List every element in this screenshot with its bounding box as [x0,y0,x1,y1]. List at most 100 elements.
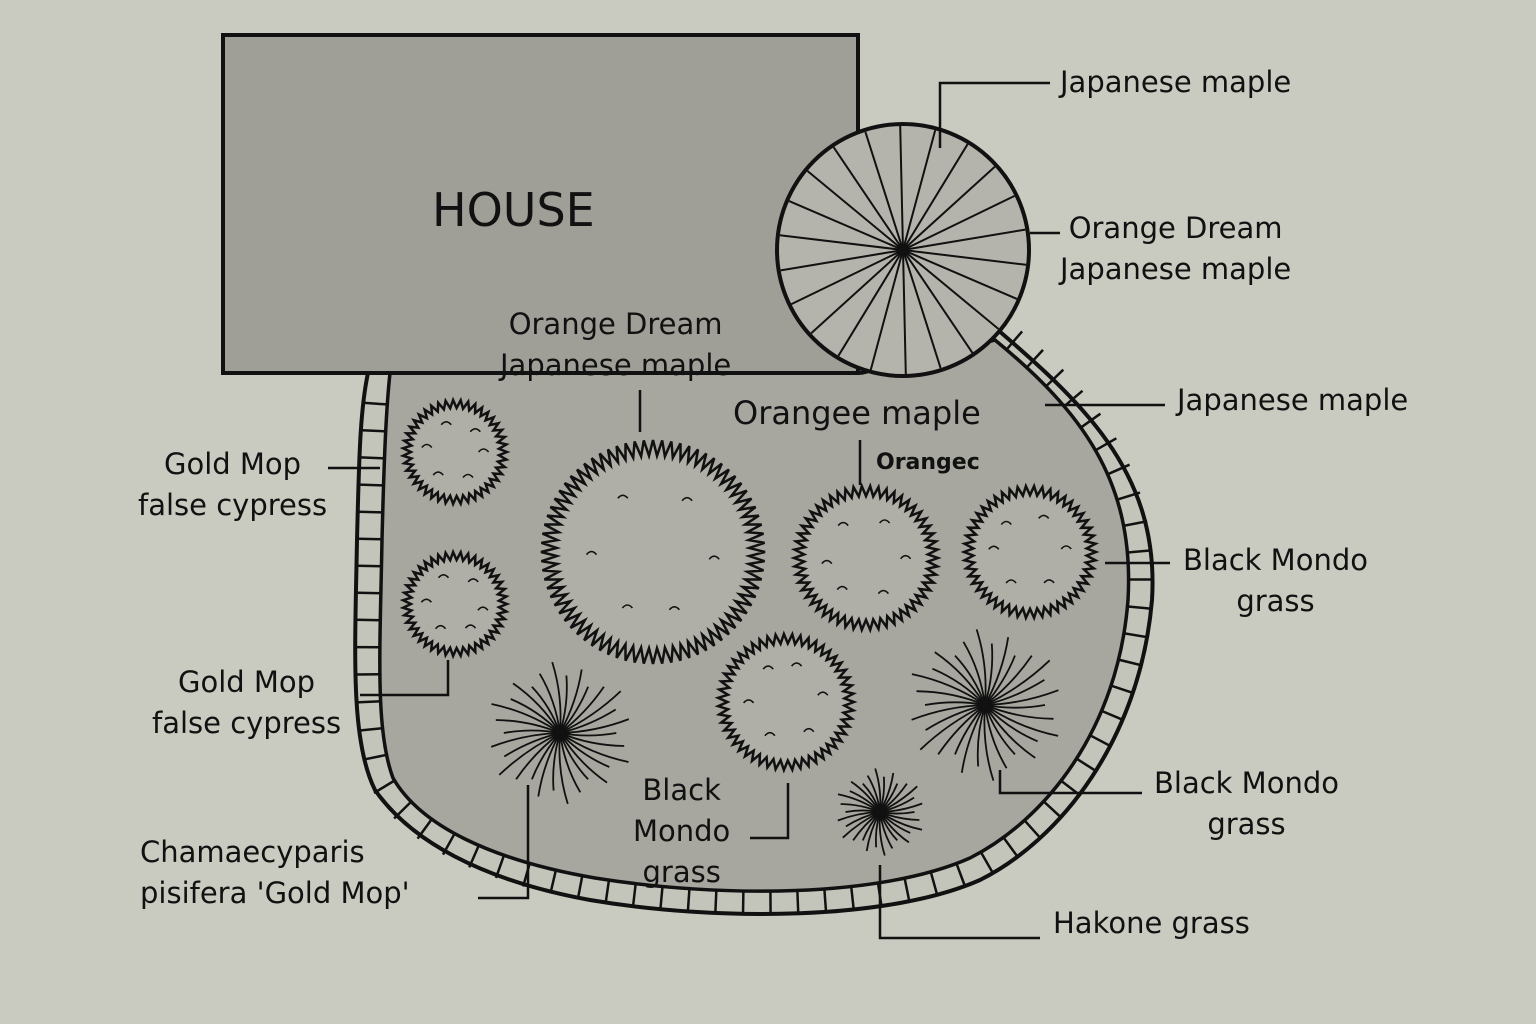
shrub-texture [434,624,447,630]
paver-joint [929,870,939,896]
grass-clump-icon [875,807,885,817]
grass-blade [984,704,1046,709]
label-orange-dream-center: Orange Dream Japanese maple [500,304,731,386]
shrub-texture [817,691,829,696]
grass-blade [984,704,1054,720]
grass-blade [984,643,994,706]
label-chamaecyparis: Chamaecyparis pisifera 'Gold Mop' [140,832,410,914]
maple-spoke [902,249,1018,300]
paver-joint [1106,463,1131,476]
shrub-texture [803,727,815,733]
paver-joint [359,483,385,487]
grass-blade [559,732,608,784]
paver-joint [686,887,691,913]
maple-spoke [837,249,904,357]
grass-blade [551,661,562,734]
shrub-texture [790,662,803,667]
paver-joint [468,843,481,868]
shrub-icon [790,482,942,634]
label-top-japanese-maple: Japanese maple [1060,62,1291,103]
leader-lines [328,81,1170,940]
grass-blade [983,704,995,781]
grass-blade [984,679,1045,706]
paver-joint [1122,520,1148,528]
maple-spoke [902,249,907,375]
grass-blade [984,704,1038,743]
paver-joint [1122,631,1148,639]
paver-joint [356,618,382,622]
grass-blade [975,629,987,706]
paver-joint [393,800,413,820]
shrub-icon [399,396,511,508]
shrub-texture [421,443,433,449]
paver-joint [1126,549,1152,554]
shrub-texture [462,473,474,479]
label-hakone-grass: Hakone grass [1053,903,1250,944]
paver-joint [357,537,384,541]
paver-joint [576,874,584,900]
leader-chamaecyparis [478,785,530,900]
paver-joint [631,882,638,908]
paver-joint [1100,709,1125,722]
grass-blade [491,703,561,734]
grass-blade [962,641,986,706]
grass-blade [925,704,986,731]
maple-spoke [902,249,974,354]
grass-blade [984,655,1033,706]
grass-blade [984,704,1059,737]
grass-blade [498,732,561,776]
shrub-texture [1038,514,1050,519]
paver-joint [823,887,828,913]
paver-joint [714,889,718,915]
paver-joint [363,401,389,406]
paver-joint [659,885,664,911]
label-line2: Japanese maple [500,348,732,383]
shrub-texture [762,665,774,670]
grass-clump-icon [980,700,990,710]
paver-joint [416,817,434,840]
shrub-icon [540,439,766,665]
grass-blade [559,669,583,734]
shrub-texture [877,589,890,595]
grass-blade [984,637,1010,706]
label-line1: Black Mondo [1154,766,1339,800]
paver-joint [1126,605,1152,610]
shrub-texture [477,606,489,611]
paver-joint [1109,684,1135,695]
grass-blade [510,698,561,734]
paver-joint [1022,818,1042,840]
label-black-mondo-right-upper: Black Mondo grass [1183,540,1368,622]
grass-blade [984,659,1051,706]
grass-blade [538,673,561,734]
shrub-texture [621,604,634,609]
grass-blade [559,732,610,768]
label-text: Orangee maple [733,394,981,432]
paver-joint [1093,437,1117,452]
shrub-texture [1060,545,1072,550]
shrub-icon [399,548,511,660]
maple-spoke [899,125,904,251]
grass-blade [503,732,561,758]
paver-joint [361,428,387,433]
paver-joint [362,753,388,761]
leader-top-japanese-maple [938,81,1050,148]
shrub-texture [420,598,433,603]
maple-spoke [806,170,904,251]
maple-spoke [869,249,904,370]
label-line1: Gold Mop [178,665,316,699]
grass-blade [937,704,986,755]
maple-spoke [780,249,904,272]
label-line2: pisifera 'Gold Mop' [140,876,410,911]
shrub-texture [1000,520,1012,526]
label-line1: Black Mondo [1183,543,1368,577]
grass-blade [932,667,986,706]
leader-gold-mop-lower [360,660,450,697]
shrub-texture [432,471,444,476]
maple-spoke [902,249,1027,266]
house [221,33,860,375]
grass-blade [559,708,617,734]
label-orangec: Orangec [876,447,980,478]
paver-joint [356,591,382,595]
planting-bed [378,338,1131,893]
maple-spoke [864,131,904,251]
